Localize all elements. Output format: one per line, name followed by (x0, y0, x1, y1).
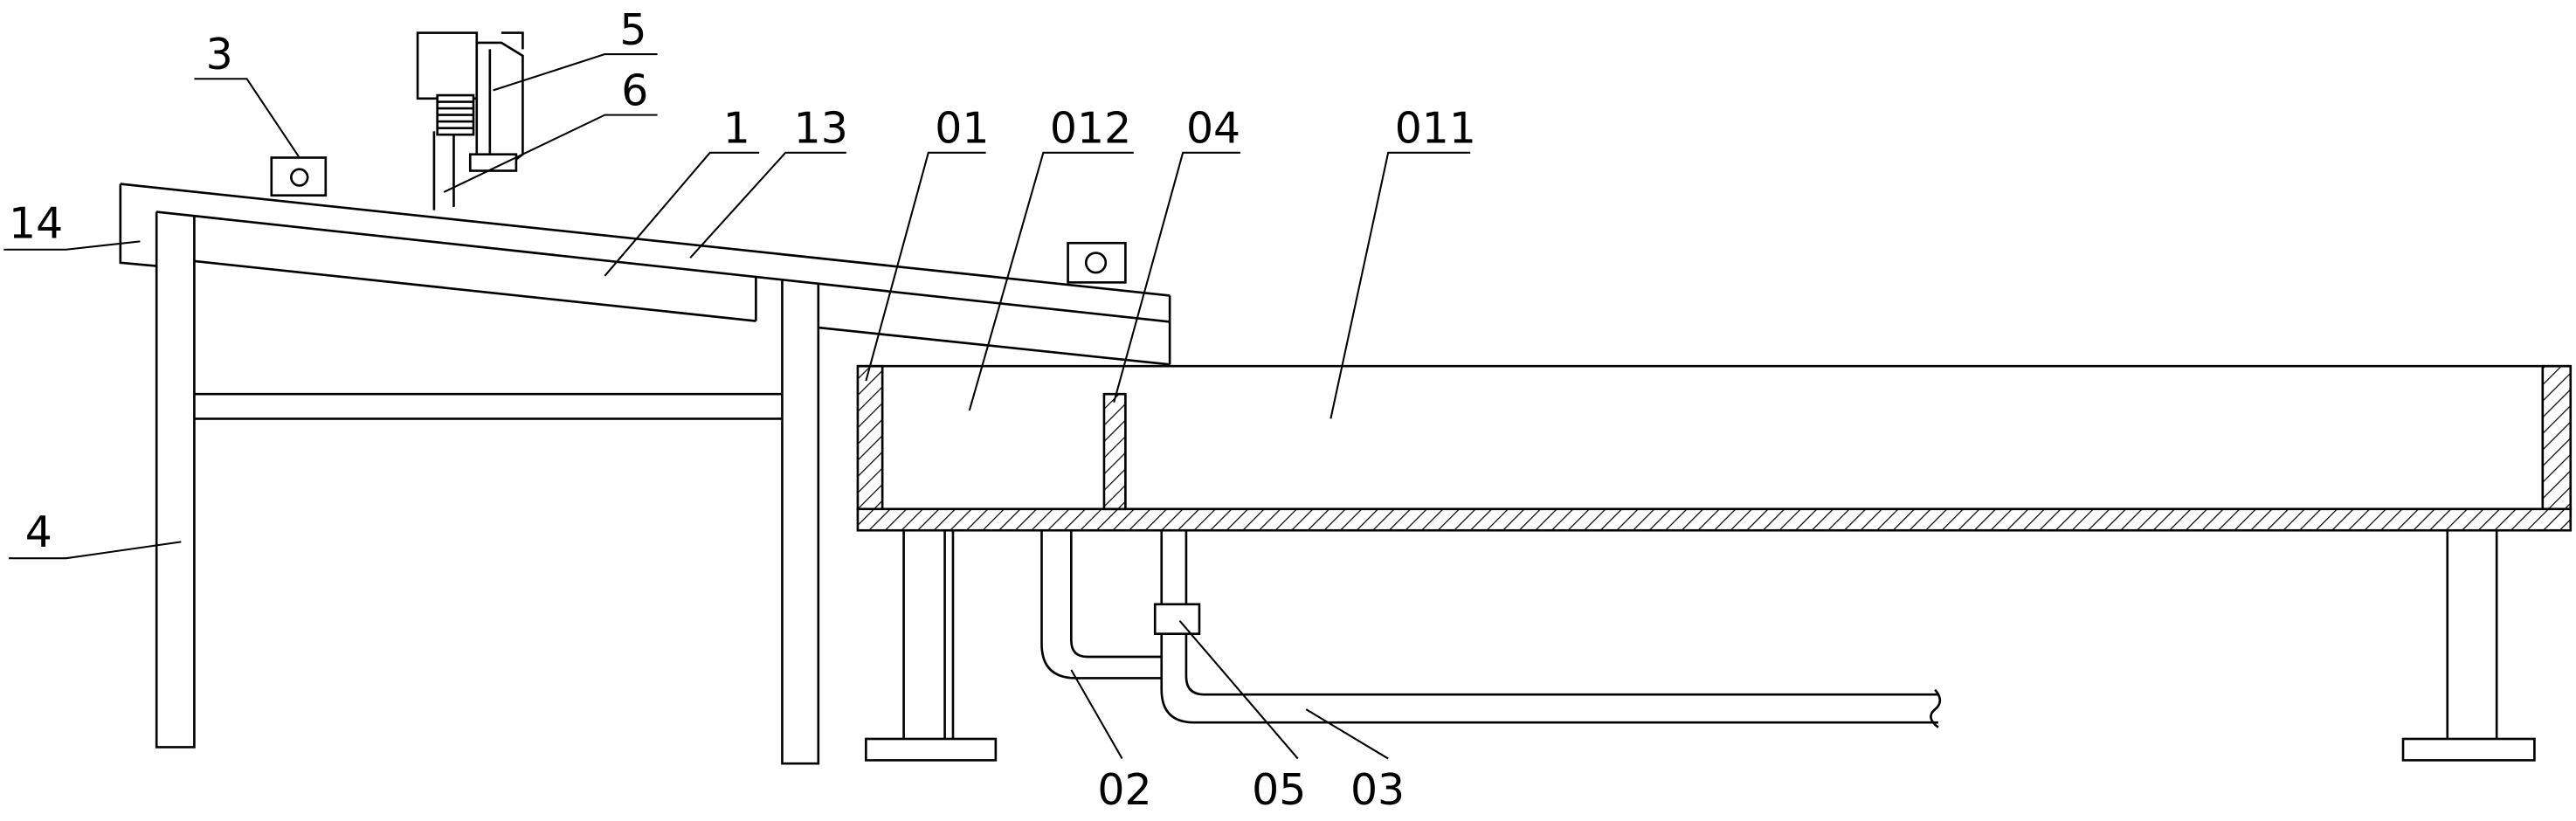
leader-5 (493, 53, 658, 92)
device-coil (436, 93, 475, 136)
label-3: 3 (206, 30, 233, 79)
label-5: 5 (619, 5, 646, 55)
beam-left-end (119, 183, 157, 267)
device-hook (501, 31, 524, 50)
tank (856, 364, 2573, 532)
label-011: 011 (1395, 104, 1476, 154)
mounting-bracket-right (1067, 241, 1127, 284)
pipes (1040, 530, 1942, 728)
label-02: 02 (1097, 765, 1151, 815)
mounting-bracket-left (270, 156, 328, 197)
label-03: 03 (1350, 765, 1405, 815)
leader-1 (604, 151, 760, 277)
beam-bottom-edge-right (818, 326, 1171, 366)
divider-plate (1102, 392, 1127, 511)
leader-012 (968, 151, 1134, 411)
leader-02 (1070, 669, 1123, 760)
device-housing (416, 31, 479, 100)
leader-3 (194, 78, 300, 159)
beam-top-edge (120, 183, 1171, 297)
device-post (432, 131, 455, 210)
label-14: 14 (9, 199, 63, 249)
support-legs (155, 211, 820, 765)
leader-04 (1113, 151, 1240, 403)
leader-6 (443, 114, 658, 193)
label-04: 04 (1186, 104, 1240, 154)
return-pipe (1160, 633, 1938, 724)
right-support-leg (781, 279, 820, 765)
label-13: 13 (794, 104, 848, 154)
tank-wall-left (856, 364, 884, 511)
inclined-beam (119, 183, 1171, 366)
label-6: 6 (621, 66, 648, 115)
tank-leg-right (2446, 530, 2498, 739)
tank-legs (865, 530, 2536, 762)
top-device (416, 31, 524, 210)
label-012: 012 (1050, 104, 1131, 154)
drain-pipe (1040, 530, 1162, 680)
valve (1153, 603, 1201, 635)
tank-foot-left (865, 737, 998, 762)
tank-foot-right (2401, 737, 2536, 762)
tank-wall-right (2541, 364, 2573, 511)
device-cover (475, 41, 524, 166)
leader-01 (865, 151, 986, 382)
pipe-break-line (1930, 688, 1942, 728)
leader-4 (8, 541, 182, 560)
device-base (468, 153, 518, 172)
tank-leg-left (902, 530, 955, 739)
leader-011 (1329, 151, 1471, 419)
label-01: 01 (935, 104, 989, 154)
leader-03 (1305, 708, 1389, 760)
beam-inner-edge (156, 210, 1171, 323)
left-support-leg (155, 211, 196, 749)
leader-13 (689, 151, 846, 259)
leader-14 (3, 240, 141, 251)
reference-labels: 3 5 6 1 13 01 012 04 011 14 4 02 05 03 (3, 5, 1476, 815)
outlet-pipe-upper (1160, 530, 1188, 604)
cross-bar (194, 392, 783, 420)
tank-bottom-plate (856, 507, 2573, 532)
label-4: 4 (25, 507, 52, 557)
leader-05 (1178, 619, 1299, 760)
beam-bottom-edge-left (194, 259, 756, 322)
label-1: 1 (723, 104, 750, 154)
label-05: 05 (1252, 765, 1306, 815)
